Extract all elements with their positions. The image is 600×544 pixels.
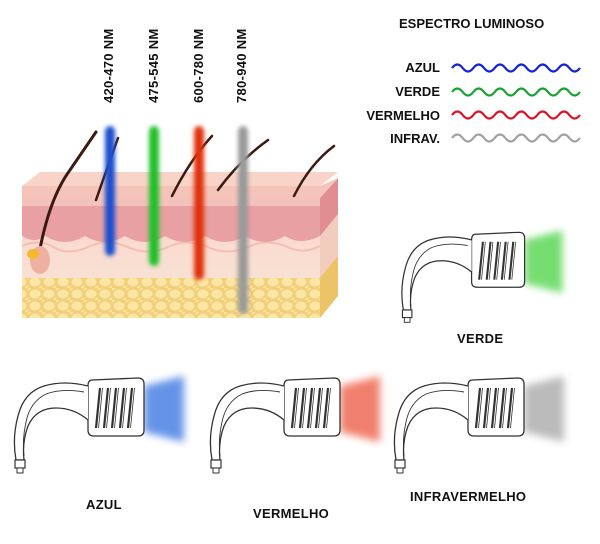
handpiece-illustration <box>13 376 184 474</box>
spectrum-label-infrared: INFRAV. <box>390 131 440 146</box>
wavelength-label-blue: 420-470 NM <box>101 28 116 103</box>
wavelength-label-red: 600-780 NM <box>191 28 206 103</box>
wavelength-label-green: 475-545 NM <box>146 28 161 103</box>
hair-follicle <box>27 246 50 274</box>
handpiece-illustration <box>209 376 380 474</box>
wave-green <box>451 87 581 97</box>
handpiece-illustration <box>401 230 563 323</box>
device-label-blue: AZUL <box>86 497 122 512</box>
spectrum-label-blue: AZUL <box>405 60 440 75</box>
device-label-green: VERDE <box>457 331 504 346</box>
spectrum-title: ESPECTRO LUMINOSO <box>399 16 545 31</box>
device-label-infrared: INFRAVERMELHO <box>410 489 527 504</box>
handpiece-red <box>200 364 390 480</box>
wave-blue <box>451 63 581 73</box>
handpiece-illustration <box>393 376 564 474</box>
beam-infrared <box>238 126 248 314</box>
light-beams <box>105 126 248 314</box>
beam-green <box>149 126 159 266</box>
handpiece-green <box>392 214 572 334</box>
spectrum-label-red: VERMELHO <box>366 108 440 123</box>
device-label-red: VERMELHO <box>253 506 330 521</box>
wave-red <box>451 110 581 120</box>
spectrum-label-green: VERDE <box>395 84 440 99</box>
handpiece-blue <box>4 364 194 480</box>
handpiece-infrared <box>384 364 574 480</box>
beam-red <box>194 126 204 280</box>
wave-infrared <box>451 133 581 143</box>
spectrum-waves <box>451 63 581 143</box>
beam-blue <box>105 126 115 256</box>
wavelength-label-infrared: 780-940 NM <box>234 28 249 103</box>
